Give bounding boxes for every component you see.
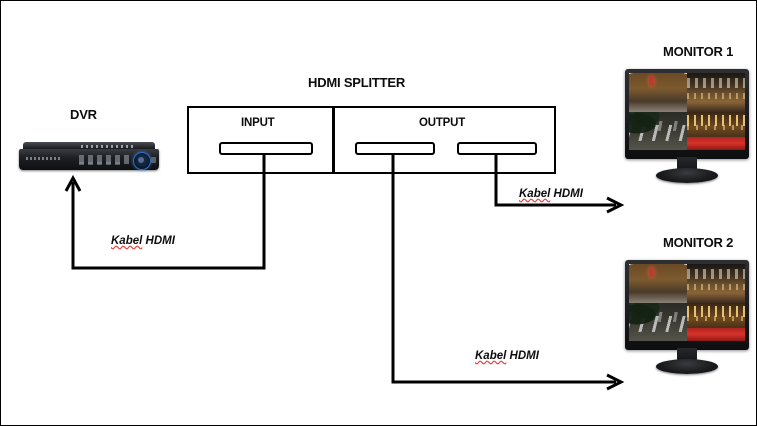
monitor-1-device [625,69,749,183]
splitter-input-port[interactable] [219,142,313,155]
monitor-1-stand-base [656,168,718,183]
dvr-jog-dial [133,152,151,170]
splitter-output-port-1[interactable] [355,142,435,155]
monitor-1-label: MONITOR 1 [663,44,734,59]
monitor-2-screen [629,264,745,341]
monitor-2-bezel [625,260,749,350]
hdmi-splitter-title: HDMI SPLITTER [308,75,406,90]
dvr-label: DVR [70,107,97,122]
dvr-brand-text [26,157,60,160]
monitor-1-quadrant-1 [629,73,687,112]
monitor-1-screen [629,73,745,150]
dvr-led-indicators [81,145,133,148]
cable-label-monitor1: Kabel HDMI [519,188,583,200]
cable-label-monitor1-rest: HDMI [553,188,583,200]
dvr-device [19,142,159,172]
monitor-2-quadrant-3 [629,302,687,341]
monitor-2-quadrant-4 [687,302,745,341]
monitor-2-quadrant-1 [629,264,687,303]
monitor-1-bezel [625,69,749,159]
cable-arrowhead-dvr [64,174,82,192]
cable-label-dvr-word: Kabel [111,235,143,247]
cable-arrowhead-monitor2 [606,373,625,391]
cable-label-monitor2-word: Kabel [475,350,507,362]
dvr-usb-port [151,157,156,163]
cable-arrowhead-monitor1 [606,196,625,214]
splitter-input-label: INPUT [241,117,275,129]
cable-label-dvr: Kabel HDMI [111,235,175,247]
monitor-2-quadrant-2 [687,264,745,303]
monitor-2-label: MONITOR 2 [663,235,734,250]
splitter-section-divider [332,108,335,172]
cable-path-monitor1 [494,153,616,207]
monitor-1-quadrant-2 [687,73,745,112]
monitor-2-device [625,260,749,374]
hdmi-splitter-box: INPUT OUTPUT [187,106,556,174]
monitor-1-quadrant-4 [687,111,745,150]
monitor-1-quadrant-3 [629,111,687,150]
cable-label-monitor2-rest: HDMI [509,350,539,362]
dvr-button-row-2 [79,162,123,165]
monitor-2-stand-base [656,359,718,374]
cable-label-dvr-rest: HDMI [145,235,175,247]
cable-path-dvr [71,153,266,270]
splitter-output-label: OUTPUT [419,117,466,129]
cable-label-monitor2: Kabel HDMI [475,350,539,362]
cable-label-monitor1-word: Kabel [519,188,551,200]
cable-path-monitor2 [391,153,616,384]
dvr-button-row-1 [79,155,131,164]
